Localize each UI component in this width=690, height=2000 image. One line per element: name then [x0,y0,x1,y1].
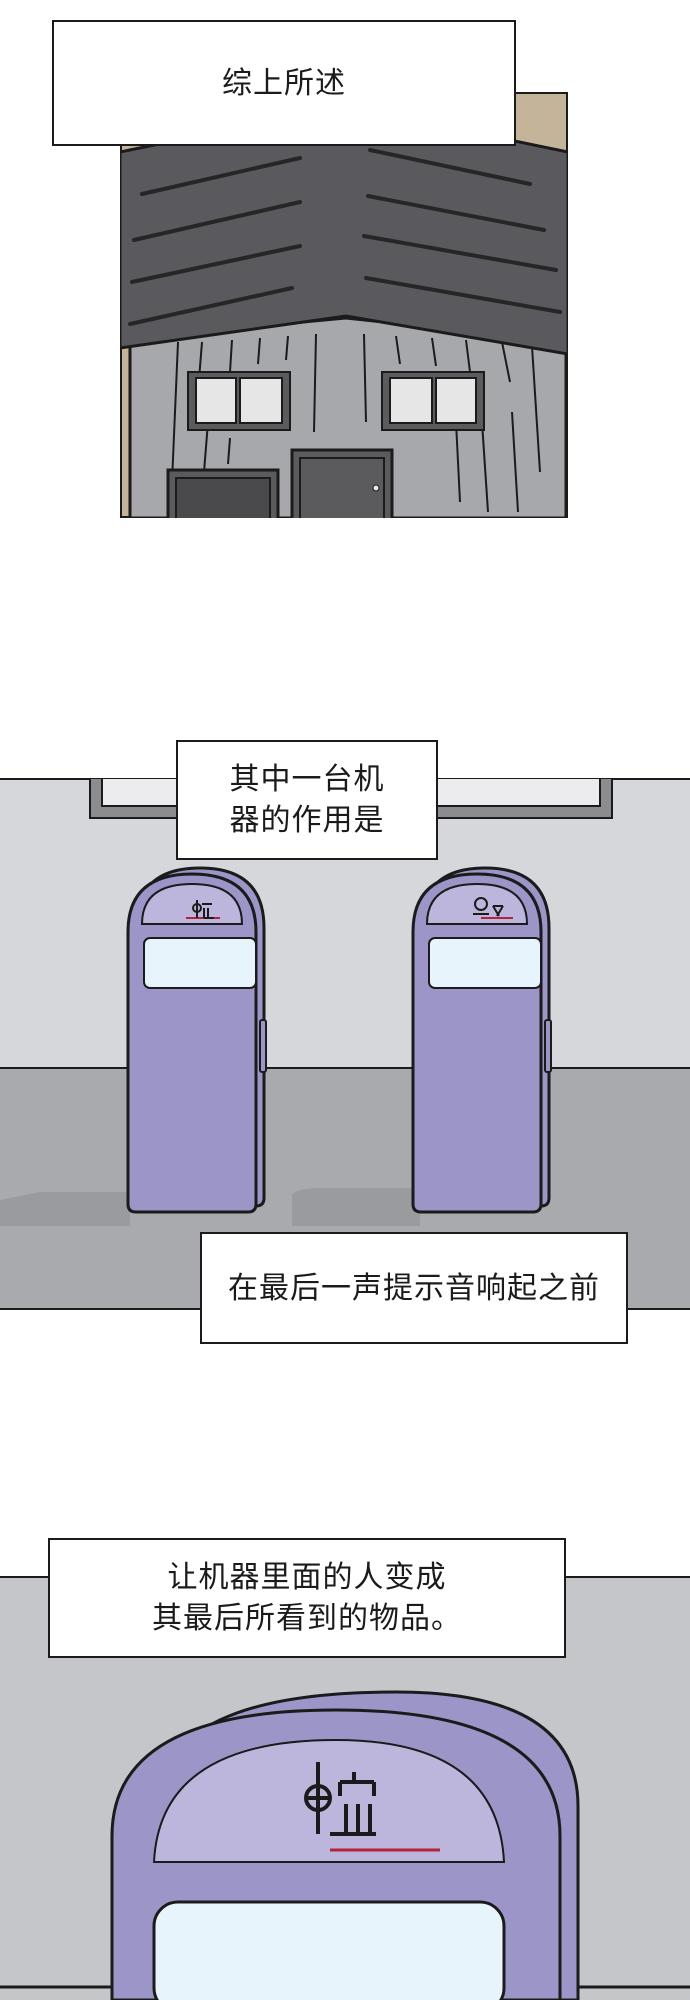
window-icon-left [187,371,291,431]
caption-1: 综上所述 [52,20,516,146]
machine-symbol-icon-1 [192,900,214,919]
wall-grooves [171,333,541,513]
house-illustration [120,92,568,518]
machine-icon-2 [411,866,552,1214]
door-icon-right [290,448,394,518]
caption-3: 在最后一声提示音响起之前 [200,1232,628,1344]
panel-house [120,92,568,518]
caption-4: 让机器里面的人变成 其最后所看到的物品。 [48,1538,566,1658]
window-icon-right [381,371,485,431]
machine-closeup-window [152,1900,506,2000]
closeup-illustration [0,1576,690,2000]
machine-icon-1 [126,866,267,1214]
caption-2: 其中一台机 器的作用是 [176,740,438,860]
machine-symbol-icon-closeup [304,1762,376,1836]
roof-lines [128,148,562,326]
door-icon-left [166,468,280,518]
panel-closeup [0,1576,690,2000]
machine-symbol-icon-2 [473,897,504,917]
